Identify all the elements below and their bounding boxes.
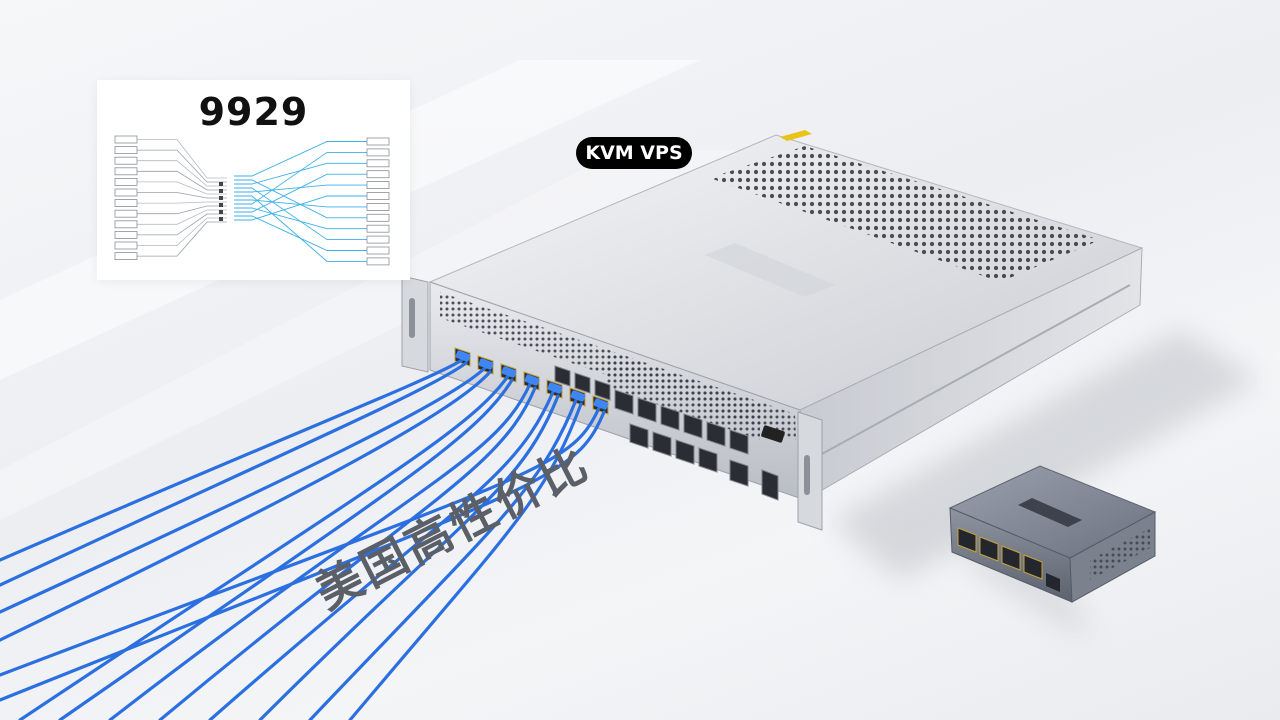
kvm-vps-badge: KVM VPS bbox=[576, 137, 692, 169]
diagram-link-left bbox=[137, 205, 227, 215]
diagram-link-right bbox=[234, 215, 367, 251]
diagram-link-right bbox=[234, 151, 367, 205]
diagram-port-right bbox=[366, 137, 390, 146]
diagram-port-left bbox=[114, 231, 138, 239]
diagram-port-left bbox=[114, 252, 138, 260]
diagram-port-right bbox=[366, 170, 390, 179]
diagram-port-right bbox=[366, 257, 390, 266]
port-mapping-diagram bbox=[114, 135, 390, 266]
diagram-link-left bbox=[137, 221, 227, 257]
diagram-hub-node bbox=[219, 203, 223, 207]
diagram-link-right bbox=[234, 195, 367, 262]
diagram-port-left bbox=[114, 178, 138, 186]
diagram-link-right bbox=[234, 173, 367, 213]
diagram-link-left bbox=[137, 213, 227, 236]
network-cables bbox=[0, 358, 606, 720]
diagram-hub-node bbox=[219, 210, 223, 214]
diagram-port-right bbox=[366, 203, 390, 211]
diagram-port-left bbox=[114, 220, 138, 229]
diagram-port-right bbox=[366, 213, 390, 222]
diagram-link-left bbox=[137, 170, 227, 191]
diagram-port-left bbox=[114, 135, 138, 144]
diagram-port-right bbox=[366, 224, 390, 233]
diagram-hub-node bbox=[219, 182, 223, 186]
diagram-port-right bbox=[366, 181, 390, 189]
diagram-port-right bbox=[366, 159, 390, 168]
diagram-link-left bbox=[137, 192, 227, 199]
diagram-link-right bbox=[234, 187, 367, 241]
diagram-link-right bbox=[234, 141, 367, 177]
diagram-port-left bbox=[114, 209, 138, 218]
diagram-link-left bbox=[137, 209, 227, 225]
diagram-link-right bbox=[234, 184, 367, 193]
diagram-hub-node bbox=[219, 189, 223, 193]
mini-switch-icon bbox=[948, 465, 1157, 640]
diagram-port-left bbox=[114, 188, 138, 197]
diagram-port-left bbox=[114, 199, 138, 207]
rack-server-icon bbox=[401, 130, 1144, 531]
diagram-link-right bbox=[234, 199, 367, 208]
port-diagram-card: 9929 bbox=[97, 80, 410, 280]
diagram-hub-node bbox=[219, 217, 223, 221]
diagram-link-left bbox=[137, 181, 227, 195]
server-shadow bbox=[830, 330, 1260, 580]
diagram-port-left bbox=[114, 146, 138, 155]
diagram-port-left bbox=[114, 156, 138, 165]
diagram-link-right bbox=[234, 162, 367, 185]
diagram-port-right bbox=[366, 235, 390, 244]
diagram-link-left bbox=[137, 217, 227, 246]
diagram-port-right bbox=[366, 246, 390, 255]
diagram-link-left bbox=[137, 139, 227, 179]
diagram-link-left bbox=[137, 201, 227, 204]
diagram-port-left bbox=[114, 167, 138, 176]
diagram-link-left bbox=[137, 149, 227, 183]
diagram-hub-node bbox=[219, 196, 223, 200]
diagram-link-right bbox=[234, 207, 367, 230]
diagram-link-right bbox=[234, 195, 367, 221]
diagram-title: 9929 bbox=[198, 90, 309, 134]
diagram-link-left bbox=[137, 160, 227, 187]
diagram-port-right bbox=[366, 192, 390, 200]
diagram-port-left bbox=[114, 241, 138, 250]
diagram-link-right bbox=[234, 179, 367, 219]
cable-plugs bbox=[455, 350, 609, 410]
diagram-port-right bbox=[366, 148, 390, 157]
